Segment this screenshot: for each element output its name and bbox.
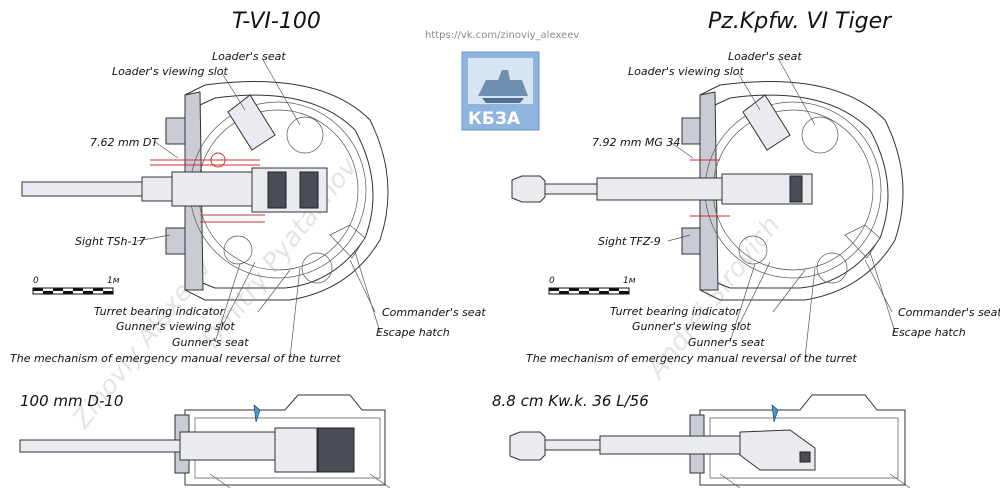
left-commanders-seat bbox=[301, 252, 333, 284]
left-turret-side-view bbox=[19, 394, 391, 489]
right-label-gunners-slot: Gunner's viewing slot bbox=[632, 320, 751, 333]
left-label-gunners-seat: Gunner's seat bbox=[172, 336, 249, 349]
right-label-bearing: Turret bearing indicator bbox=[610, 305, 742, 318]
left-turret-top-view bbox=[21, 57, 389, 359]
left-escape-hatch bbox=[329, 224, 366, 259]
left-label-bearing: Turret bearing indicator bbox=[94, 305, 226, 318]
right-commanders-seat bbox=[816, 252, 848, 284]
left-loaders-seat bbox=[286, 116, 324, 154]
left-side-barrel bbox=[19, 439, 181, 453]
right-label-gunners-seat: Gunner's seat bbox=[688, 336, 765, 349]
left-barrel bbox=[21, 181, 143, 197]
left-scale-zero: 0 bbox=[33, 276, 39, 286]
left-scale-bar: 0 1м bbox=[32, 276, 120, 295]
kbza-logo: КБЗА bbox=[461, 51, 540, 131]
left-labels: Loader's seat Loader's viewing slot 7.62… bbox=[10, 50, 486, 365]
right-label-mg: 7.92 mm MG 34 bbox=[592, 136, 680, 149]
left-gun-label: 100 mm D-10 bbox=[20, 392, 123, 410]
source-url: https://vk.com/zinoviy_alexeev bbox=[425, 30, 579, 41]
right-labels: Loader's seat Loader's viewing slot 7.92… bbox=[526, 50, 1000, 365]
mantlet-lower bbox=[165, 227, 186, 255]
left-label-gunners-slot: Gunner's viewing slot bbox=[116, 320, 235, 333]
right-gun-label: 8.8 cm Kw.k. 36 L/56 bbox=[492, 392, 649, 410]
right-label-loaders-seat: Loader's seat bbox=[728, 50, 802, 63]
left-label-escape-hatch: Escape hatch bbox=[376, 326, 450, 339]
right-gunners-seat bbox=[738, 235, 768, 265]
left-label-loaders-seat: Loader's seat bbox=[212, 50, 286, 63]
right-muzzle-brake bbox=[511, 175, 546, 203]
left-scale-one: 1м bbox=[107, 276, 120, 286]
right-title: Pz.Kpfw. VI Tiger bbox=[708, 9, 893, 34]
right-label-escape-hatch: Escape hatch bbox=[892, 326, 966, 339]
logo-text: КБЗА bbox=[468, 109, 521, 129]
right-label-loaders-slot: Loader's viewing slot bbox=[628, 65, 744, 78]
right-scale-one: 1м bbox=[623, 276, 636, 286]
right-escape-hatch bbox=[844, 224, 881, 259]
right-label-commanders-seat: Commander's seat bbox=[898, 306, 1000, 319]
right-turret-top-view bbox=[511, 57, 904, 359]
left-label-mechanism: The mechanism of emergency manual revers… bbox=[10, 352, 341, 365]
left-label-commanders-seat: Commander's seat bbox=[382, 306, 486, 319]
left-label-loaders-slot: Loader's viewing slot bbox=[112, 65, 228, 78]
mantlet-upper bbox=[165, 117, 186, 145]
left-gunners-seat bbox=[223, 235, 253, 265]
right-scale-bar: 0 1м bbox=[548, 276, 636, 295]
right-label-mechanism: The mechanism of emergency manual revers… bbox=[526, 352, 857, 365]
right-label-sight: Sight TFZ-9 bbox=[598, 235, 661, 248]
left-label-sight: Sight TSh-17 bbox=[75, 235, 145, 248]
left-title: T-VI-100 bbox=[232, 9, 321, 34]
left-label-mg: 7.62 mm DT bbox=[90, 136, 159, 149]
right-side-muzzle bbox=[509, 431, 546, 461]
right-turret-side-view bbox=[509, 394, 911, 489]
right-scale-zero: 0 bbox=[549, 276, 555, 286]
right-barrel bbox=[544, 183, 598, 195]
right-loaders-seat bbox=[801, 116, 839, 154]
